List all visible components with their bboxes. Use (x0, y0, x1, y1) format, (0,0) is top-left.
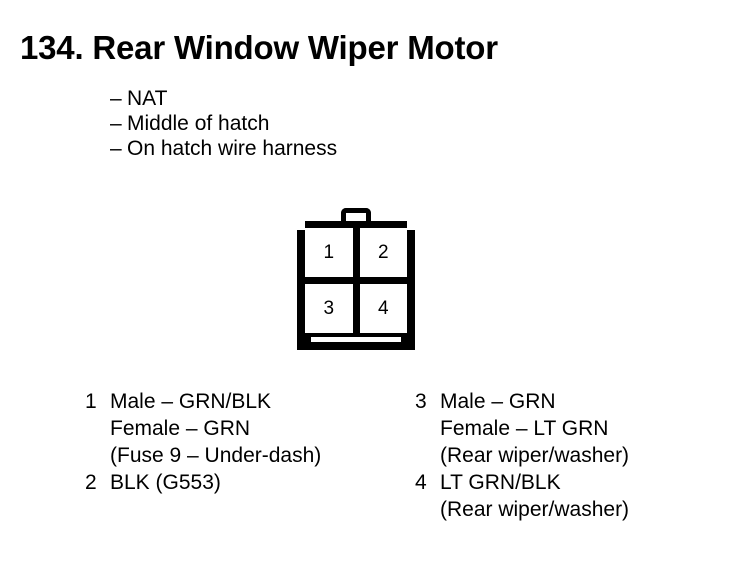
note-text: On hatch wire harness (127, 137, 338, 160)
dash-bullet-icon: – (110, 137, 122, 160)
legend-line: 4 LT GRN/BLK (415, 469, 629, 496)
dash-bullet-icon: – (110, 112, 122, 135)
legend-line: 1 Male – GRN/BLK (85, 388, 321, 415)
pin-cavity-1: 1 (305, 228, 353, 277)
legend-entry-pin-3: 3 Male – GRN Female – LT GRN (Rear wiper… (415, 388, 629, 469)
connector-base-slot (311, 337, 401, 342)
legend-line: 2 BLK (G553) (85, 469, 321, 496)
legend-line-text: BLK (G553) (110, 471, 221, 494)
pin-cavity-4: 4 (359, 284, 407, 333)
legend-line-text: (Rear wiper/washer) (440, 498, 630, 521)
legend-pin-number: 3 (415, 390, 427, 413)
legend-pin-number: 2 (85, 471, 97, 494)
note-text: NAT (127, 87, 168, 110)
legend-entry-pin-4: 4 LT GRN/BLK (Rear wiper/washer) (415, 469, 629, 523)
legend-line-text: Female – GRN (110, 417, 251, 440)
legend-line-text: Male – GRN (440, 390, 556, 413)
pin-legend-left: 1 Male – GRN/BLK Female – GRN (Fuse 9 – … (85, 388, 321, 496)
connector-shoulder-left (297, 221, 305, 230)
legend-line-text: Male – GRN/BLK (110, 390, 272, 413)
dash-bullet-icon: – (110, 87, 122, 110)
legend-line: 3 Male – GRN (415, 388, 629, 415)
pin-legend-right: 3 Male – GRN Female – LT GRN (Rear wiper… (415, 388, 629, 523)
note-text: Middle of hatch (127, 112, 270, 135)
legend-line-text: Female – LT GRN (440, 417, 609, 440)
legend-pin-number: 4 (415, 471, 427, 494)
legend-entry-pin-2: 2 BLK (G553) (85, 469, 321, 496)
notes-list: – NAT – Middle of hatch – On hatch wire … (110, 86, 337, 161)
note-item: – NAT (110, 86, 337, 111)
note-item: – Middle of hatch (110, 111, 337, 136)
page-title: 134. Rear Window Wiper Motor (20, 29, 498, 66)
title-block: 134. Rear Window Wiper Motor (20, 31, 498, 64)
legend-line-text: LT GRN/BLK (440, 471, 561, 494)
legend-line-text: (Rear wiper/washer) (440, 444, 630, 467)
legend-pin-number: 1 (85, 390, 97, 413)
legend-entry-pin-1: 1 Male – GRN/BLK Female – GRN (Fuse 9 – … (85, 388, 321, 469)
connector-shoulder-right (407, 221, 415, 230)
note-item: – On hatch wire harness (110, 136, 337, 161)
pin-cavity-3: 3 (305, 284, 353, 333)
connector-pin-grid: 1 2 3 4 (305, 228, 407, 333)
legend-line-text: (Fuse 9 – Under-dash) (110, 444, 322, 467)
connector-latch-tab-icon (341, 208, 371, 224)
connector-diagram: 1 2 3 4 (297, 208, 415, 350)
pin-cavity-2: 2 (359, 228, 407, 277)
